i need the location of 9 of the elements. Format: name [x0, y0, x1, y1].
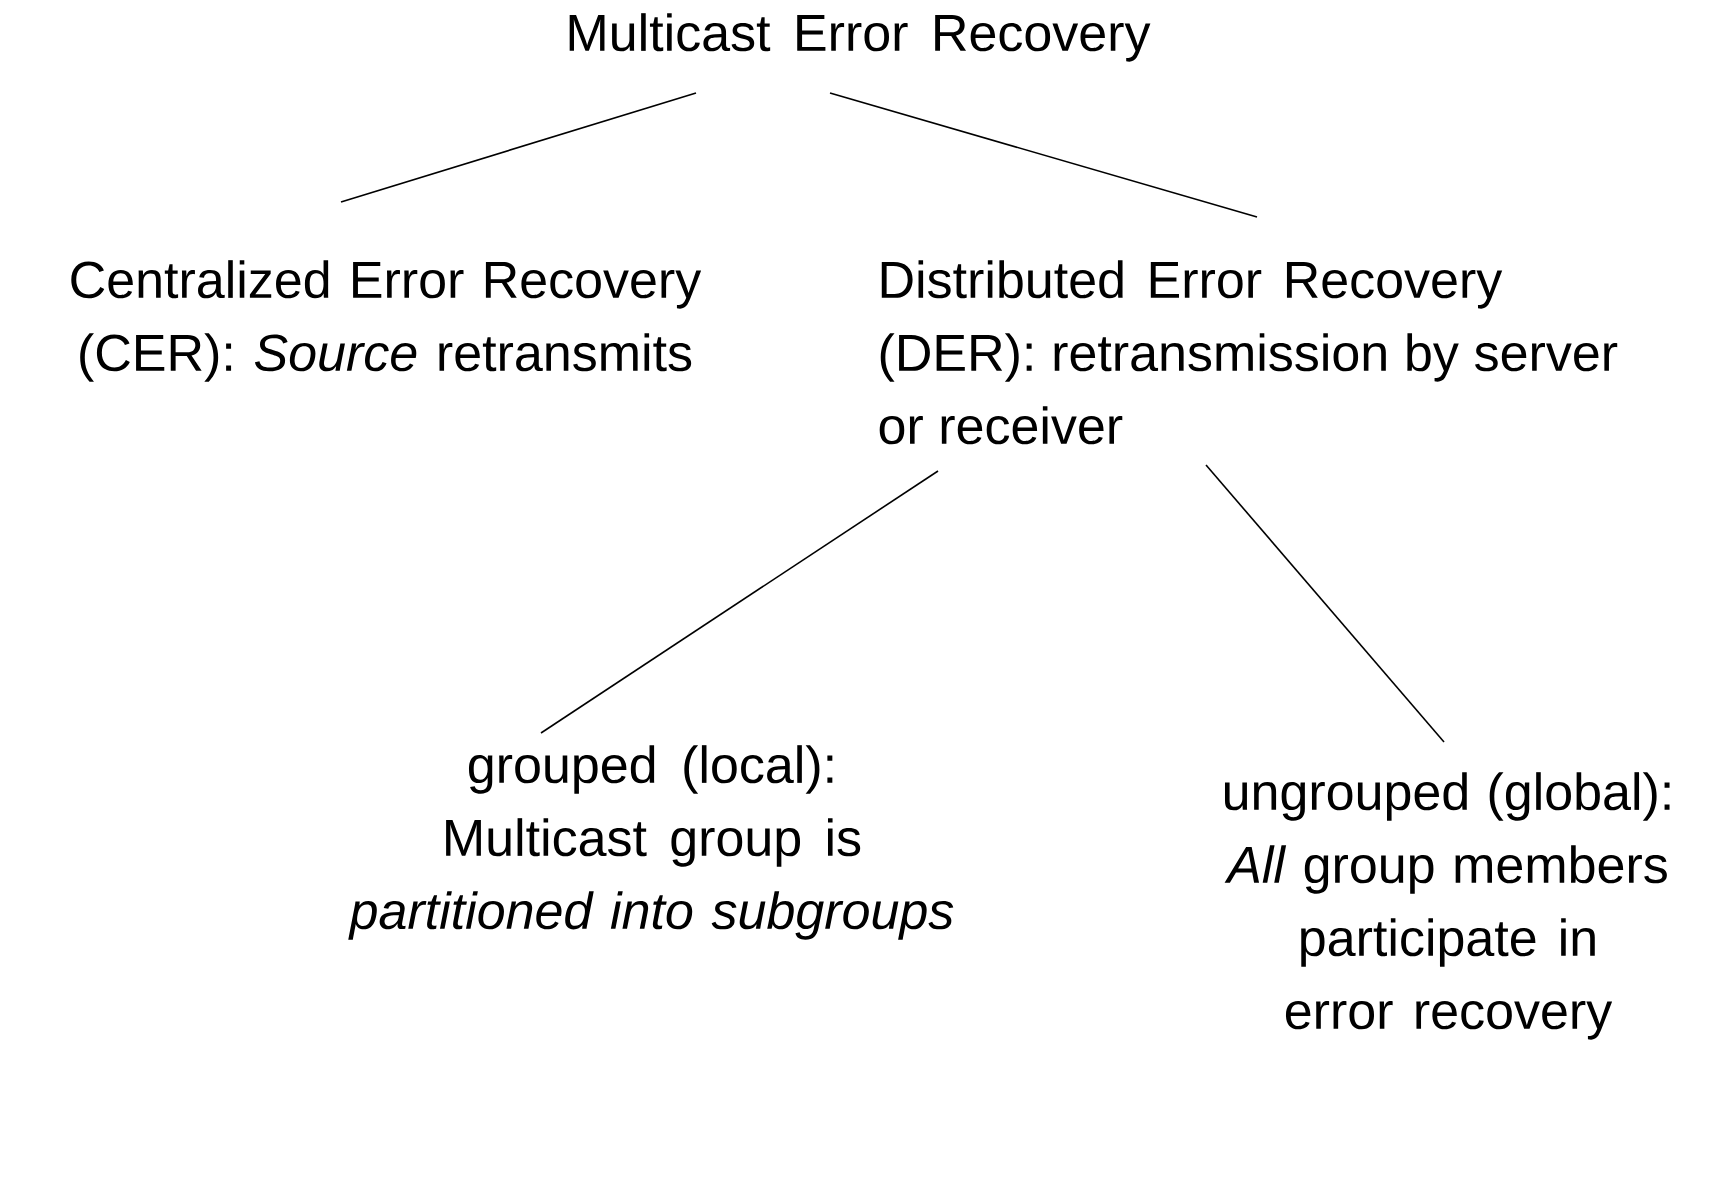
text-label: ungrouped (global): All group members participate in error recovery — [1224, 772, 1670, 1040]
text-label: Multicast Error Recovery — [569, 13, 1151, 62]
connector-line — [340, 92, 697, 203]
text-label: Centralized Error Recovery (CER): Source retransmits — [71, 260, 702, 382]
connector-line — [829, 92, 1258, 218]
connector-line — [1205, 464, 1445, 743]
text-label: grouped (local): Multicast group is partitioned into subgroups — [348, 745, 954, 940]
connector-line — [540, 470, 939, 734]
text-label: Distributed Error Recovery (DER): retransmission by server or receiver — [879, 260, 1618, 445]
